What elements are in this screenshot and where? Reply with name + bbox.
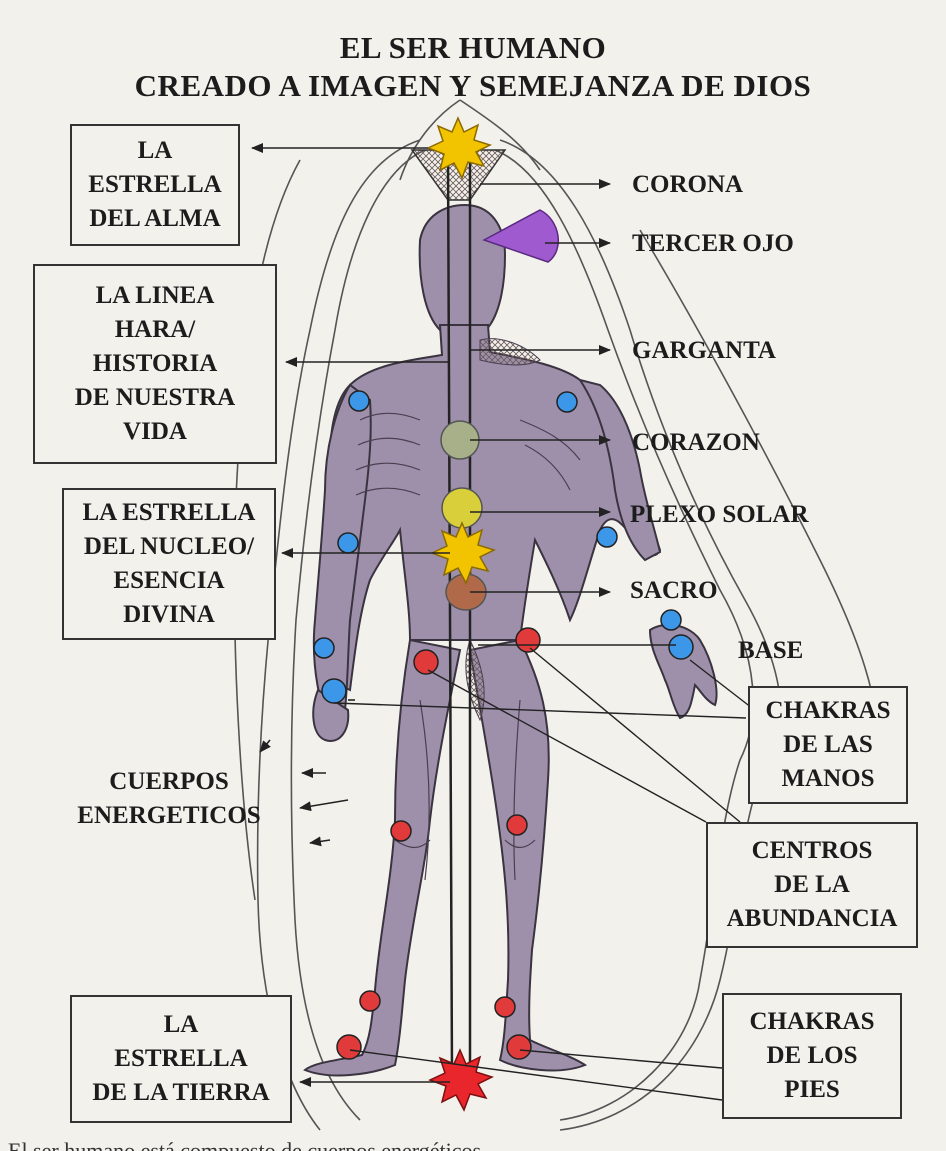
third-eye-cone <box>482 209 559 263</box>
box-hara-line: LA LINEA HARA/ HISTORIA DE NUESTRA VIDA <box>33 264 277 464</box>
throat-mesh <box>479 338 541 366</box>
soul-star <box>426 116 492 180</box>
box-soul-star: LA ESTRELLA DEL ALMA <box>70 124 240 246</box>
pointer-lines <box>251 143 611 1087</box>
earth-star <box>428 1048 494 1112</box>
label-tercer-ojo: TERCER OJO <box>632 230 794 257</box>
label-energy-bodies: CUERPOS ENERGETICOS <box>77 768 261 829</box>
core-star <box>430 521 496 585</box>
muscle-lines <box>355 412 581 881</box>
label-base: BASE <box>738 637 804 664</box>
box-abundance-centers: CENTROS DE LA ABUNDANCIA <box>706 822 918 948</box>
title-line-2: CREADO A IMAGEN Y SEMEJANZA DE DIOS <box>134 68 812 103</box>
human-body <box>303 203 718 1077</box>
box-feet-chakras: CHAKRAS DE LOS PIES <box>722 993 902 1119</box>
box-core-star: LA ESTRELLA DEL NUCLEO/ ESENCIA DIVINA <box>62 488 276 640</box>
box-earth-star: LA ESTRELLA DE LA TIERRA <box>70 995 292 1123</box>
caption: El ser humano está compuesto de cuerpos … <box>8 1138 482 1151</box>
label-garganta: GARGANTA <box>632 337 776 364</box>
label-corazon: CORAZON <box>632 429 760 456</box>
label-sacro: SACRO <box>630 577 718 604</box>
connector-lines <box>333 644 753 1101</box>
label-corona: CORONA <box>632 171 744 198</box>
hara-line <box>446 154 472 1076</box>
box-hand-chakras: CHAKRAS DE LAS MANOS <box>748 686 908 804</box>
red-chakras <box>336 627 541 1060</box>
energy-body-outlines <box>233 99 881 1131</box>
label-plexo-solar: PLEXO SOLAR <box>630 501 809 528</box>
title-line-1: EL SER HUMANO <box>339 30 607 65</box>
hand-chakras <box>313 390 694 704</box>
